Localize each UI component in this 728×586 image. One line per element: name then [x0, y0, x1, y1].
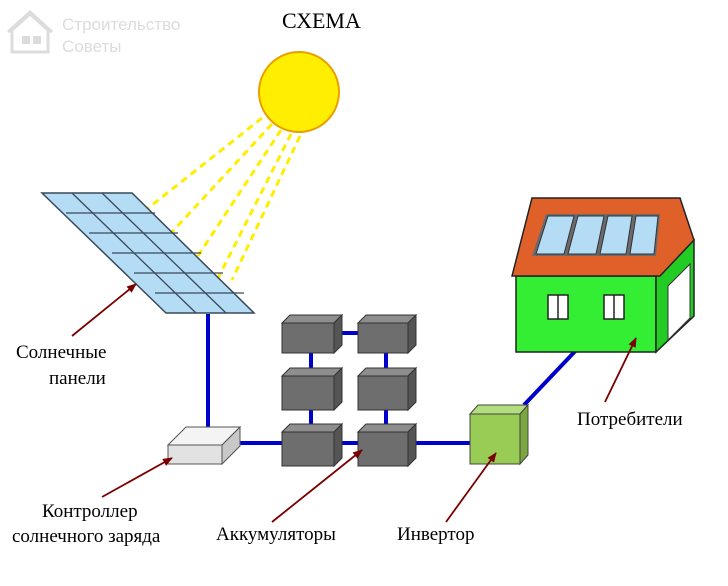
label-inverter: Инвертор: [397, 524, 474, 545]
house-window: [547, 294, 569, 320]
house-window: [603, 294, 625, 320]
label-controller-line1: Контроллер: [42, 501, 138, 522]
battery-unit: [280, 313, 344, 355]
label-controller-line2: солнечного заряда: [12, 526, 161, 547]
diagram-title: СХЕМА: [282, 8, 361, 33]
watermark-line1: Строительство: [62, 15, 180, 34]
inverter: [468, 403, 530, 466]
battery-bank: [280, 313, 418, 468]
sun-icon: [258, 51, 340, 133]
battery-unit: [280, 366, 344, 412]
label-batteries: Аккумуляторы: [216, 524, 336, 545]
solar-panel: [40, 192, 256, 314]
charge-controller: [166, 425, 242, 466]
label-consumers: Потребители: [577, 409, 683, 430]
watermark-line2: Советы: [62, 37, 121, 56]
battery-unit: [280, 422, 344, 468]
pointer-arrows: [71, 283, 637, 523]
battery-unit: [356, 422, 418, 468]
label-panels-line1: Солнечные: [16, 342, 106, 363]
house: [511, 197, 695, 354]
battery-unit: [356, 313, 418, 355]
label-panels-line2: панели: [49, 368, 106, 389]
battery-unit: [356, 366, 418, 412]
sun-rays: [117, 116, 302, 291]
watermark-logo: [6, 9, 54, 54]
